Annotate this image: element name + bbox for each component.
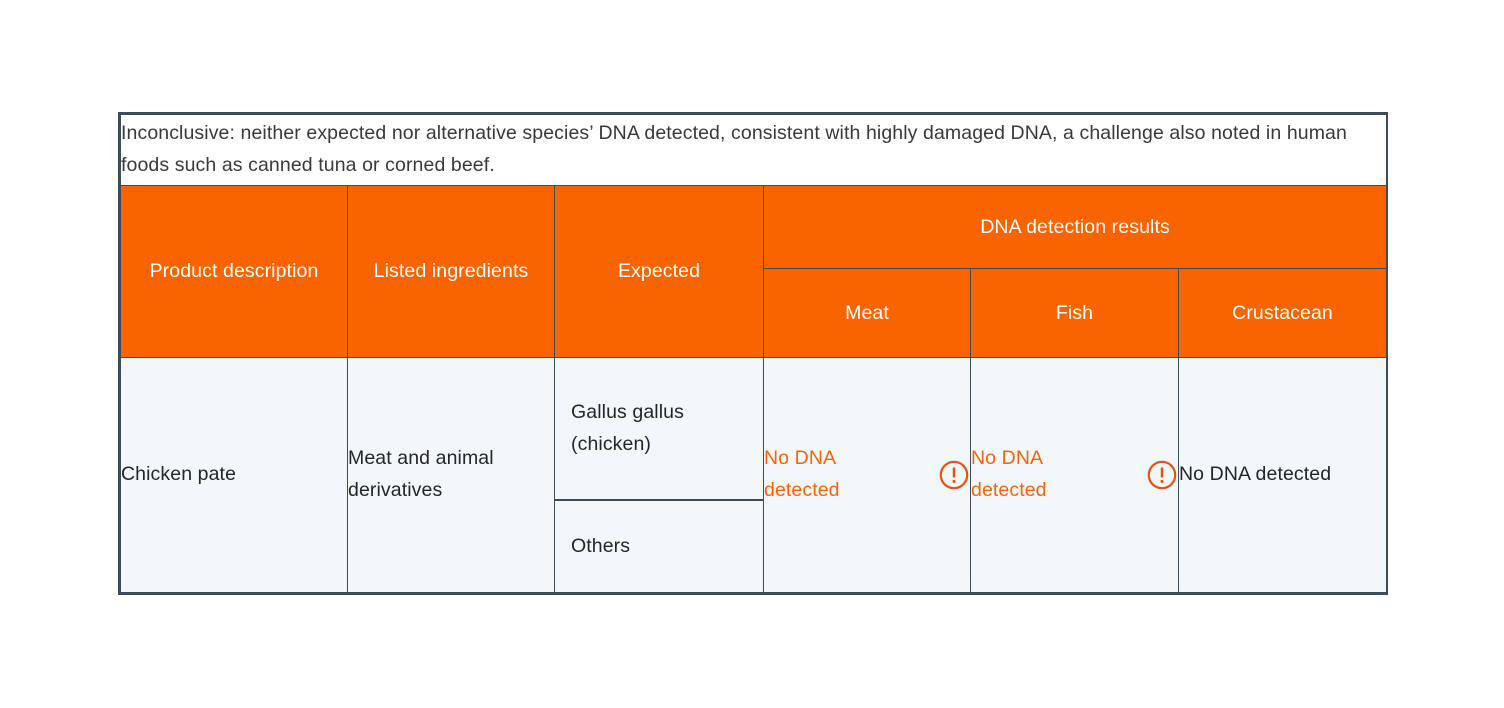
col-header-product-description: Product description (120, 185, 348, 359)
col-header-crustacean: Crustacean (1177, 268, 1388, 359)
header-row-primary: Product description Listed ingredients E… (120, 185, 1388, 359)
header-row-secondary: Meat Fish Crustacean (121, 268, 1388, 359)
result-crustacean-text: No DNA detected (1179, 463, 1332, 486)
cell-expected: Gallus gallus (chicken) Others (554, 357, 764, 593)
cell-listed-ingredients: Meat and animal derivatives (347, 357, 555, 593)
note-text: Inconclusive: neither expected nor alter… (121, 122, 1347, 177)
result-fish-text: No DNA detected (971, 447, 1047, 502)
cell-result-fish: No DNA detected (970, 357, 1179, 593)
alert-circle-icon (1147, 460, 1177, 490)
result-crustacean-content: No DNA detected (1179, 459, 1386, 491)
note-cell: Inconclusive: neither expected nor alter… (119, 113, 1388, 187)
cell-expected-primary: Gallus gallus (chicken) (555, 358, 763, 501)
cell-product-description: Chicken pate (120, 357, 348, 593)
cell-result-meat: No DNA detected (763, 357, 971, 593)
alert-circle-icon (939, 460, 969, 490)
table-row: Chicken pate Meat and animal derivatives… (120, 357, 1388, 593)
result-meat-text: No DNA detected (764, 447, 840, 502)
dna-results-table: Inconclusive: neither expected nor alter… (118, 112, 1388, 595)
cell-expected-secondary: Others (555, 499, 763, 592)
expected-secondary-row: Others (555, 499, 763, 592)
cell-result-crustacean: No DNA detected (1177, 357, 1388, 593)
expected-primary-row: Gallus gallus (chicken) (555, 358, 763, 501)
col-header-fish: Fish (970, 268, 1179, 359)
result-meat-content: No DNA detected (764, 443, 970, 506)
note-row: Inconclusive: neither expected nor alter… (119, 113, 1388, 187)
col-header-listed-ingredients: Listed ingredients (347, 185, 555, 359)
col-header-dna-detection-results: DNA detection results (762, 185, 1388, 270)
result-fish-content: No DNA detected (971, 443, 1178, 506)
results-table: Inconclusive: neither expected nor alter… (119, 113, 1388, 593)
col-header-meat: Meat (763, 268, 971, 359)
expected-split-table: Gallus gallus (chicken) Others (555, 358, 763, 592)
col-header-expected: Expected (554, 185, 764, 359)
